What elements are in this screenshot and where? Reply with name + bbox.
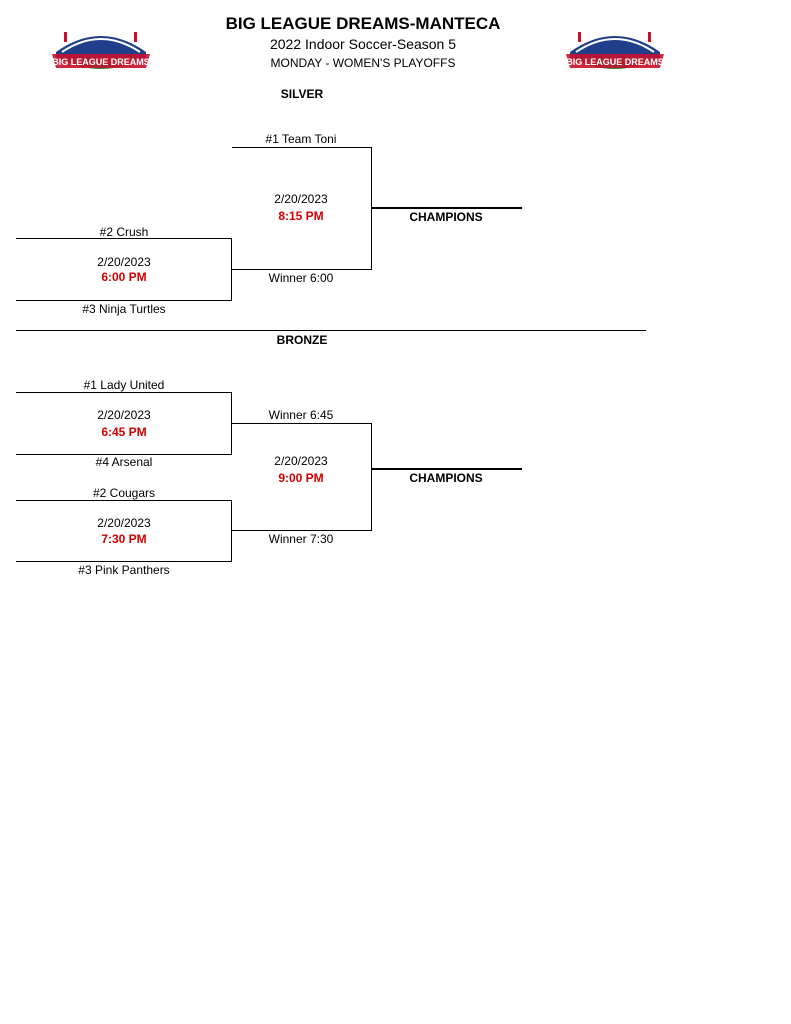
silver-seed-2: #2 Crush — [99, 225, 149, 239]
bronze-seed-3-line — [16, 561, 232, 562]
silver-final-date: 2/20/2023 — [274, 192, 328, 206]
stadium-icon — [52, 32, 150, 69]
bronze-final-time: 9:00 PM — [278, 471, 324, 485]
event-name: MONDAY - WOMEN'S PLAYOFFS — [270, 56, 456, 70]
silver-final-time: 8:15 PM — [278, 209, 324, 223]
bronze-seed-2-line — [16, 500, 232, 501]
page-title: BIG LEAGUE DREAMS-MANTECA — [225, 14, 501, 33]
logo-left: BIG LEAGUE DREAMS — [52, 32, 150, 69]
silver-seed-3: #3 Ninja Turtles — [82, 302, 166, 316]
bronze-winner-2-line — [232, 530, 372, 531]
bronze-final-date: 2/20/2023 — [274, 454, 328, 468]
bronze-game1-time: 6:45 PM — [101, 425, 147, 439]
bronze-heading: BRONZE — [276, 333, 328, 347]
bronze-seed-4: #4 Arsenal — [95, 455, 153, 469]
silver-seed-2-line — [16, 238, 232, 239]
bronze-winner-1-label: Winner 6:45 — [268, 408, 334, 422]
silver-game1-time: 6:00 PM — [101, 270, 147, 284]
silver-heading: SILVER — [280, 87, 324, 101]
bronze-seed-3: #3 Pink Panthers — [78, 563, 170, 577]
bronze-champions: CHAMPIONS — [409, 471, 483, 485]
bronze-game1-date: 2/20/2023 — [97, 408, 151, 422]
bronze-game2-time: 7:30 PM — [101, 532, 147, 546]
bronze-seed-1: #1 Lady United — [83, 378, 165, 392]
silver-game1-date: 2/20/2023 — [97, 255, 151, 269]
silver-winner-line — [232, 269, 372, 270]
bronze-winner-1-line — [232, 423, 372, 424]
stadium-icon — [566, 32, 664, 69]
section-divider — [16, 330, 646, 331]
bronze-champion-line — [371, 468, 522, 470]
bronze-game2-date: 2/20/2023 — [97, 516, 151, 530]
silver-game1-bracket — [231, 238, 232, 301]
bronze-seed-1-line — [16, 392, 232, 393]
bronze-final-bracket — [371, 423, 372, 531]
silver-seed-1: #1 Team Toni — [265, 132, 337, 146]
bronze-seed-4-line — [16, 454, 232, 455]
bronze-game1-bracket — [231, 392, 232, 455]
page-subtitle: 2022 Indoor Soccer-Season 5 — [269, 36, 456, 52]
silver-winner-label: Winner 6:00 — [268, 271, 334, 285]
silver-champion-line — [371, 207, 522, 209]
silver-seed-3-line — [16, 300, 232, 301]
logo-text: BIG LEAGUE DREAMS — [52, 57, 150, 67]
silver-seed-1-line — [232, 147, 372, 148]
bronze-seed-2: #2 Cougars — [92, 486, 156, 500]
silver-champions: CHAMPIONS — [409, 210, 483, 224]
bronze-game2-bracket — [231, 500, 232, 562]
logo-right: BIG LEAGUE DREAMS — [566, 32, 664, 69]
logo-text: BIG LEAGUE DREAMS — [566, 57, 664, 67]
bronze-winner-2-label: Winner 7:30 — [268, 532, 334, 546]
